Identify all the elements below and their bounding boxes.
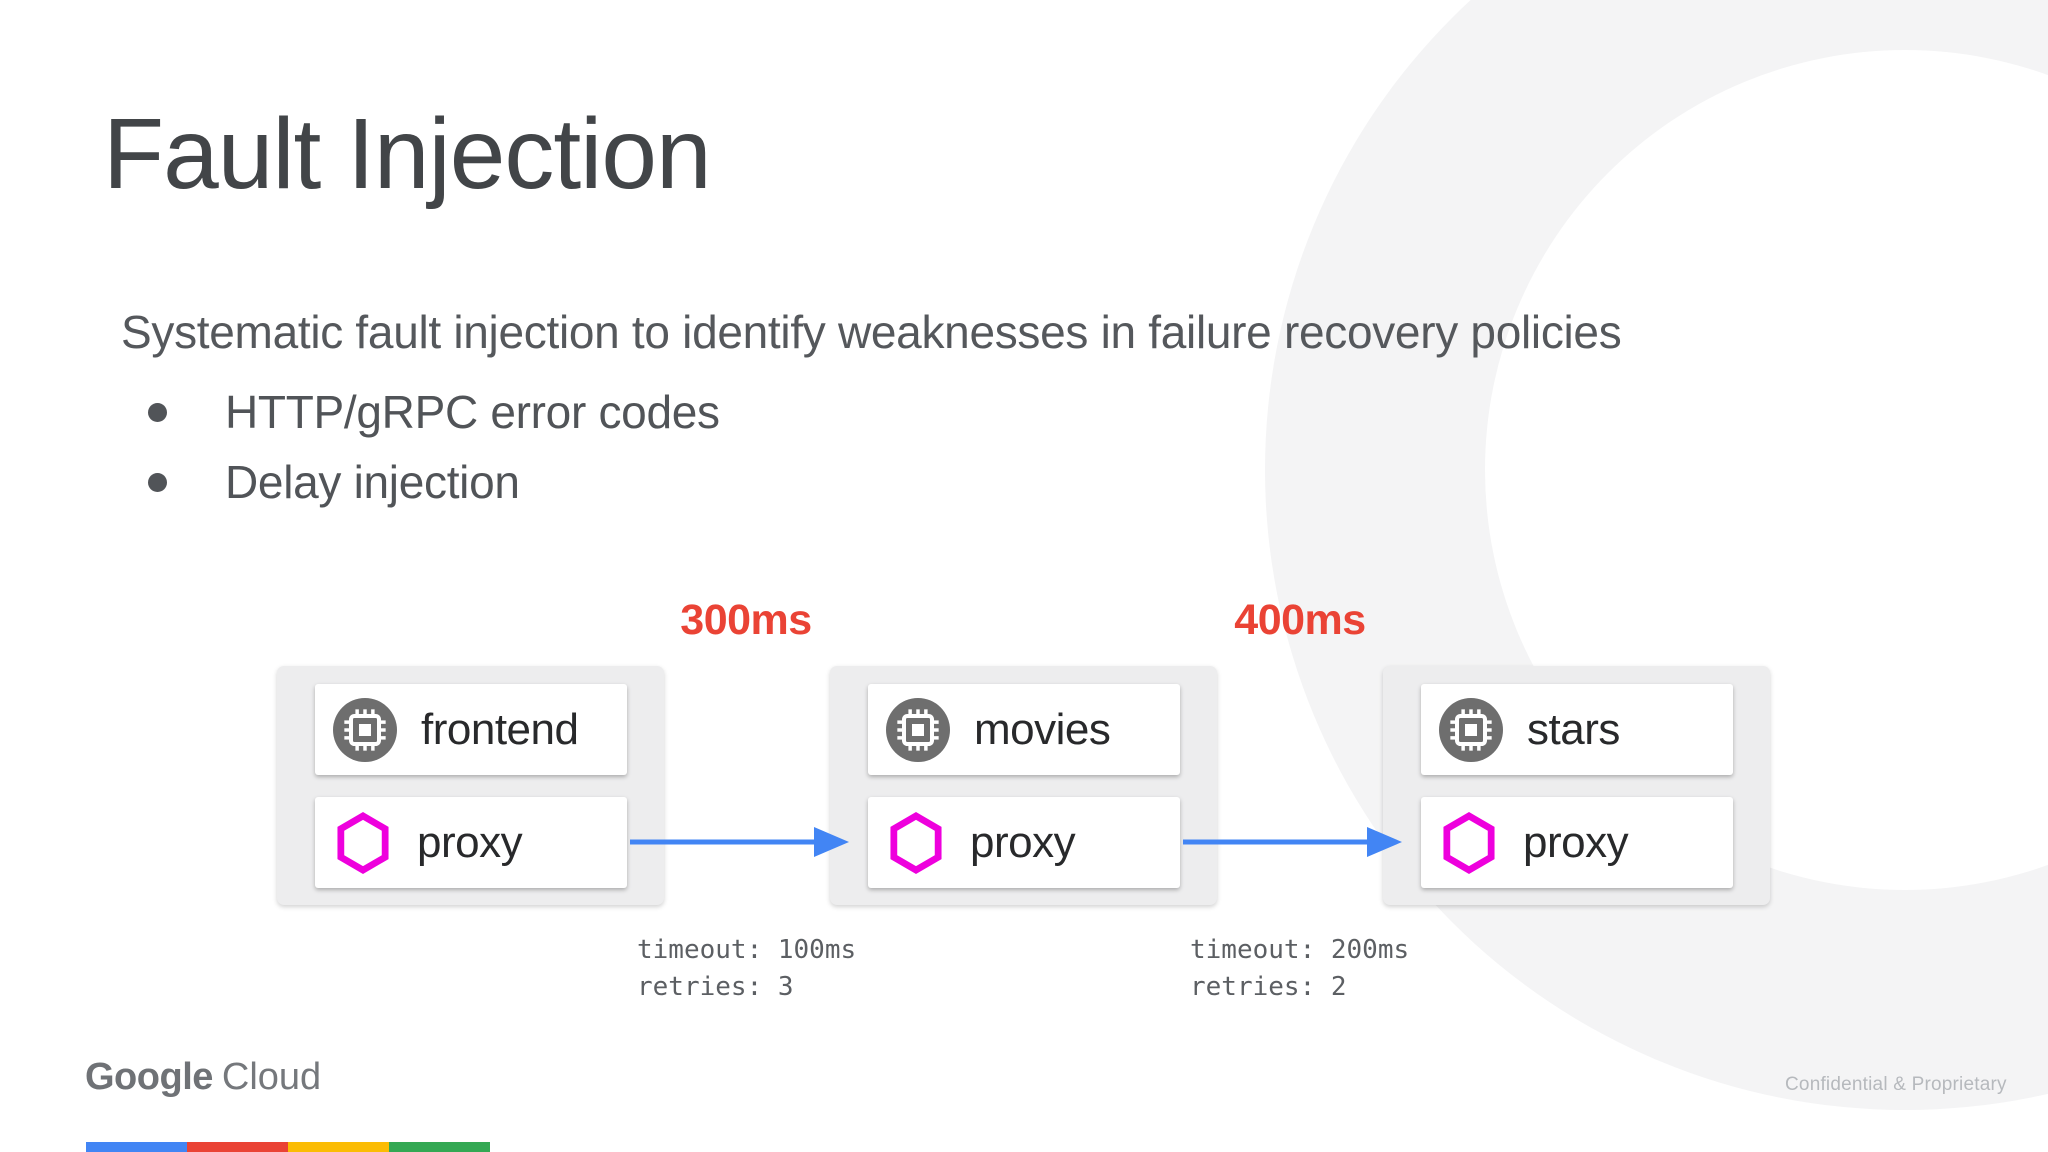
proxy-label: proxy [1523,817,1629,867]
service-group-movies: movies proxy [830,666,1217,905]
service-card: movies [868,684,1180,775]
bullet-dot-icon [148,402,167,422]
timeout-line: timeout: 100ms [637,935,857,965]
service-group-stars: stars proxy [1383,666,1770,905]
bar-segment-red [187,1142,288,1152]
chip-icon [1439,697,1503,762]
proxy-hexagon-icon [337,811,389,874]
proxy-card: proxy [868,797,1180,888]
service-label: stars [1527,704,1620,754]
proxy-card: proxy [315,797,627,888]
bullet-label: HTTP/gRPC error codes [225,386,720,438]
retries-line: retries: 3 [637,972,794,1002]
proxy-hexagon-icon [1443,811,1495,874]
bullet-item: HTTP/gRPC error codes [103,385,720,439]
timeout-line: timeout: 200ms [1190,935,1410,965]
retries-line: retries: 2 [1190,972,1347,1002]
footer-color-bar [86,1142,490,1152]
timeout-annotation: timeout: 100ms retries: 3 [637,932,856,1006]
chip-icon [886,697,950,762]
bar-segment-blue [86,1142,187,1152]
google-wordmark: Google [85,1056,213,1098]
confidential-note: Confidential & Proprietary [1785,1074,2007,1095]
service-card: frontend [315,684,627,775]
service-card: stars [1421,684,1733,775]
bullet-label: Delay injection [225,456,520,508]
page-title: Fault Injection [103,98,712,210]
bullet-dot-icon [148,472,167,492]
cloud-wordmark: Cloud [221,1056,322,1098]
timeout-annotation: timeout: 200ms retries: 2 [1190,932,1409,1006]
latency-label: 300ms [680,596,812,644]
service-label: movies [974,704,1111,754]
subtitle: Systematic fault injection to identify w… [121,306,1622,358]
proxy-card: proxy [1421,797,1733,888]
proxy-label: proxy [970,817,1076,867]
chip-icon [333,697,397,762]
bar-segment-yellow [288,1142,389,1152]
latency-label: 400ms [1234,596,1366,644]
service-label: frontend [421,704,579,754]
service-group-frontend: frontend proxy [277,666,664,905]
bullet-item: Delay injection [103,455,520,509]
proxy-hexagon-icon [890,811,942,874]
bar-segment-green [389,1142,490,1152]
proxy-label: proxy [417,817,523,867]
